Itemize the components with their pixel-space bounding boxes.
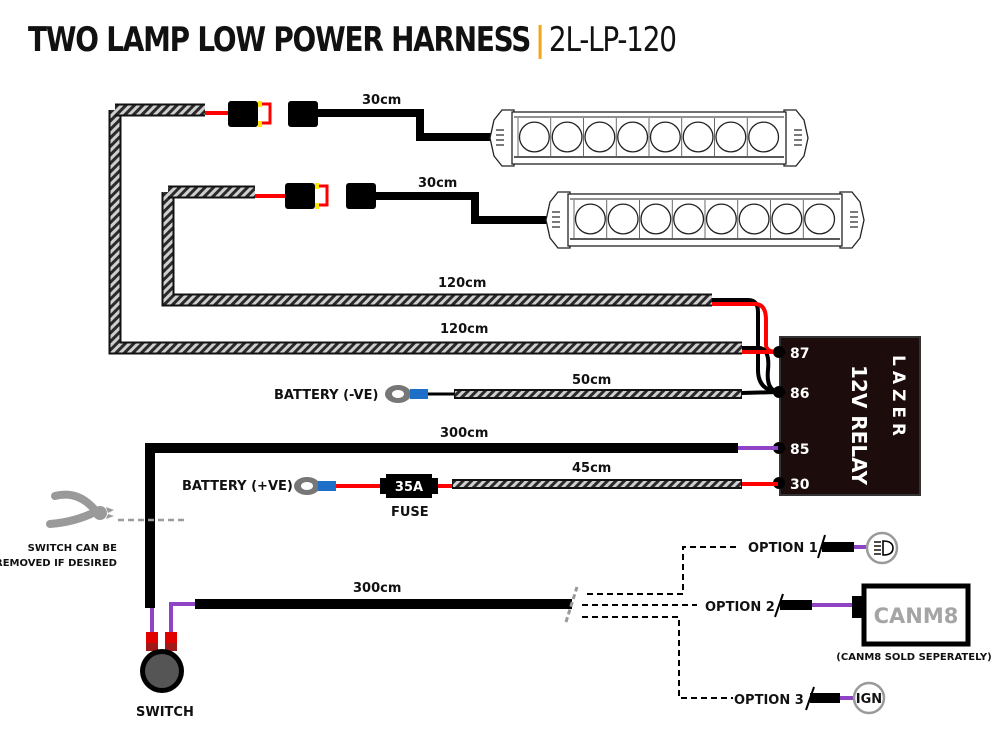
relay-crossover-wires <box>712 298 779 394</box>
lamp-lens <box>617 121 649 153</box>
battery-negative-length: 50cm <box>572 373 611 388</box>
switch-feed-cable <box>145 443 778 608</box>
lamp2-lead-length: 30cm <box>418 176 457 191</box>
option-paths <box>582 546 740 699</box>
switch-note-line2: REMOVED IF DESIRED <box>0 558 117 569</box>
canm8-label: CANM8 <box>874 604 959 628</box>
pin-87-label: 87 <box>790 346 809 362</box>
lamp1-connector <box>228 101 318 127</box>
lamp-lens <box>705 203 737 235</box>
battery-positive-label: BATTERY (+VE) <box>182 479 293 494</box>
lamp-end-cap <box>839 191 865 249</box>
option-3-label: OPTION 3 <box>734 693 804 708</box>
lamp1-feed-cable <box>108 103 742 355</box>
option-2-label: OPTION 2 <box>705 600 775 615</box>
lamp2-lead <box>376 192 550 224</box>
battery-negative-cable <box>454 389 779 399</box>
switch-note-line1: SWITCH CAN BE <box>28 543 118 554</box>
fuse-label: FUSE <box>391 505 429 520</box>
switch-feed-length: 300cm <box>440 426 488 441</box>
product-code: 2L-LP-120 <box>548 20 677 60</box>
battery-positive-terminal <box>294 477 336 495</box>
light-bar-1 <box>489 109 809 167</box>
lamp-lens <box>682 121 714 153</box>
relay-label: 12V RELAY <box>847 365 871 486</box>
option-3-connector <box>805 686 853 711</box>
battery-negative-terminal <box>385 385 428 403</box>
title-text: TWO LAMP LOW POWER HARNESS <box>28 20 531 60</box>
fuse: 35A <box>380 474 438 498</box>
lamp-lens <box>649 121 681 153</box>
title-separator: | <box>535 20 545 60</box>
high-beam-icon <box>865 531 899 565</box>
switch[interactable] <box>140 602 195 693</box>
lamp-lens <box>715 121 747 153</box>
option-1-label: OPTION 1 <box>748 541 818 556</box>
canm8-note: (CANM8 SOLD SEPERATELY) <box>836 652 991 663</box>
lamp2-feed-length: 120cm <box>438 276 486 291</box>
option-1-connector <box>817 534 866 559</box>
lamp-end-cap <box>545 191 571 249</box>
canm8-module: CANM8 <box>852 583 971 647</box>
lamp2-feed-cable <box>161 185 712 307</box>
cable-break-mark <box>564 586 579 623</box>
lamp-lens <box>738 203 770 235</box>
lamp1-feed-length: 120cm <box>440 322 488 337</box>
diagram-title: TWO LAMP LOW POWER HARNESS|2L-LP-120 <box>28 20 677 60</box>
battery-negative-label: BATTERY (-VE) <box>274 388 378 403</box>
ign-label: IGN <box>856 692 882 707</box>
relay-pin-86 <box>773 386 785 398</box>
lamp-lens <box>771 203 803 235</box>
pin-30-label: 30 <box>790 477 810 493</box>
light-bar-2 <box>545 191 865 249</box>
pin-86-label: 86 <box>790 386 809 402</box>
option-2-connector <box>774 593 853 618</box>
lamp-lens <box>551 121 583 153</box>
relay-brand-logo: LAZER <box>888 355 908 441</box>
lamp-lens <box>607 203 639 235</box>
lamp-end-cap <box>489 109 515 167</box>
battery-positive-length: 45cm <box>572 461 611 476</box>
lamp-lens <box>574 203 606 235</box>
cutter-icon <box>46 490 114 528</box>
lamp-lens <box>584 121 616 153</box>
lamp-lens <box>748 121 780 153</box>
lamp-lens <box>673 203 705 235</box>
lamp1-lead <box>318 109 495 141</box>
switch-label: SWITCH <box>136 705 194 720</box>
relay-pin-85 <box>773 442 785 454</box>
lamp1-lead-length: 30cm <box>362 93 401 108</box>
lamp-lens <box>518 121 550 153</box>
trigger-length: 300cm <box>353 581 401 596</box>
ignition-icon: IGN <box>852 681 886 715</box>
pin-85-label: 85 <box>790 442 809 458</box>
lamp-lens <box>804 203 836 235</box>
lamp2-connector <box>285 183 376 209</box>
lamp-end-cap <box>783 109 809 167</box>
fuse-rating: 35A <box>395 480 423 495</box>
relay-pin-87 <box>773 346 785 358</box>
lamp-lens <box>640 203 672 235</box>
relay: 87 86 85 30 12V RELAY LAZER <box>773 336 921 496</box>
